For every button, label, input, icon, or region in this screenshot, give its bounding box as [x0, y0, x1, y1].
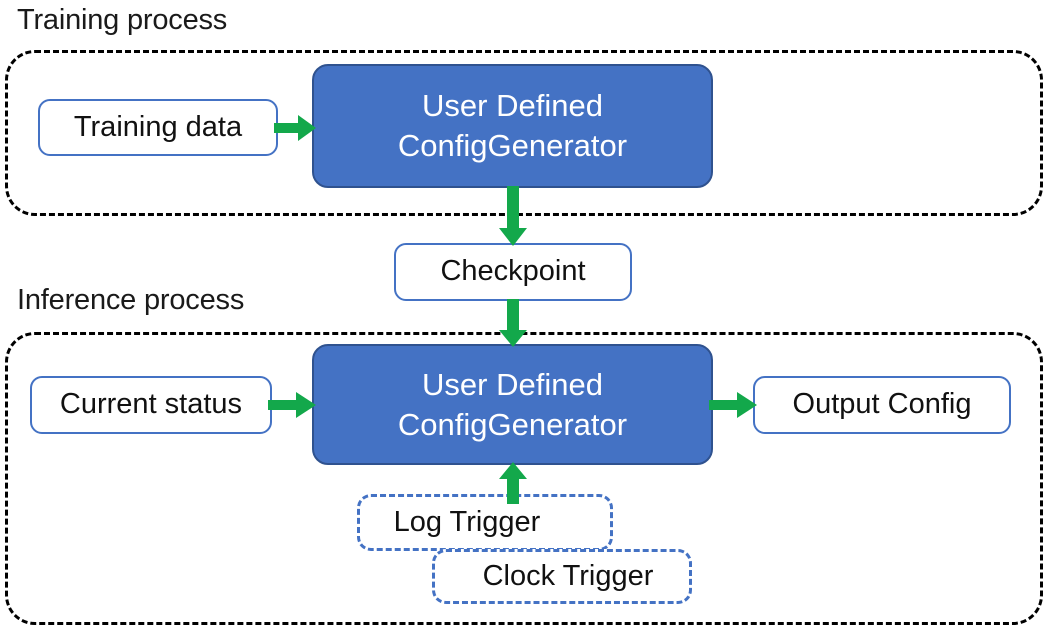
- node-output-config[interactable]: Output Config: [753, 376, 1011, 434]
- node-checkpoint[interactable]: Checkpoint: [394, 243, 632, 301]
- arrow-current-status-to-generator-icon: [268, 389, 318, 421]
- train-generator-line-2: ConfigGenerator: [397, 128, 628, 163]
- training-process-container: [5, 50, 1043, 216]
- node-train-user-defined-config-generator[interactable]: User Defined ConfigGenerator: [312, 64, 713, 188]
- train-generator-line-1: User Defined: [422, 88, 603, 124]
- clock-trigger-label: Clock Trigger: [482, 560, 654, 592]
- node-clock-trigger[interactable]: Clock Trigger: [432, 549, 692, 604]
- inference-process-title: Inference process: [17, 284, 245, 316]
- infer-generator-line-1: User Defined: [422, 366, 603, 402]
- arrow-generator-to-checkpoint-icon: [497, 186, 529, 248]
- training-process-title: Training process: [17, 4, 228, 36]
- node-current-status[interactable]: Current status: [30, 376, 272, 434]
- arrow-training-data-to-generator-icon: [274, 112, 318, 144]
- arrow-generator-to-output-config-icon: [709, 389, 759, 421]
- infer-generator-line-2: ConfigGenerator: [397, 406, 628, 442]
- log-trigger-label: Log Trigger: [393, 506, 541, 538]
- node-training-data[interactable]: Training data: [38, 99, 278, 156]
- arrow-triggers-to-generator-icon: [497, 462, 529, 504]
- node-log-trigger[interactable]: Log Trigger: [357, 494, 613, 551]
- arrow-checkpoint-to-inference-generator-icon: [497, 299, 529, 349]
- node-inference-user-defined-config-generator[interactable]: User Defined ConfigGenerator: [312, 344, 713, 465]
